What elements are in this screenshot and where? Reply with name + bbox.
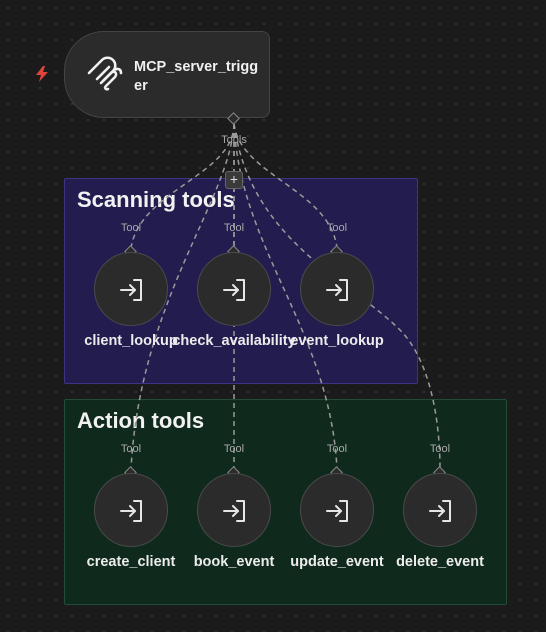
tool-port-label: Tool: [120, 222, 142, 234]
add-tool-button[interactable]: +: [225, 171, 243, 189]
tool-name: delete_event: [396, 554, 484, 570]
tool-node-event-lookup[interactable]: [300, 252, 374, 326]
output-port-label: Tools: [221, 134, 247, 146]
tool-node-book-event[interactable]: [197, 473, 271, 547]
enter-arrow-icon: [326, 500, 348, 522]
tool-port-label: Tool: [223, 443, 245, 455]
enter-arrow-icon: [223, 500, 245, 522]
tool-name: check_availability: [172, 333, 296, 349]
tool-port-label: Tool: [326, 222, 348, 234]
tool-name: create_client: [86, 554, 176, 570]
tool-name: event_lookup: [290, 333, 384, 349]
mcp-server-trigger-node[interactable]: MCP_server_trigger: [64, 31, 270, 118]
tool-node-update-event[interactable]: [300, 473, 374, 547]
enter-arrow-icon: [326, 279, 348, 301]
group-title: Scanning tools: [77, 187, 235, 212]
tool-name: client_lookup: [84, 333, 178, 349]
group-title: Action tools: [77, 408, 205, 433]
tool-name: update_event: [290, 554, 384, 570]
edge-event-lookup: [233, 123, 338, 249]
edge-create-client: [130, 123, 235, 470]
enter-arrow-icon: [120, 500, 142, 522]
tool-port-label: Tool: [223, 222, 245, 234]
edge-delete-event: [233, 123, 441, 470]
lightning-bolt-icon: [36, 66, 48, 82]
enter-arrow-icon: [223, 279, 245, 301]
tool-port-label: Tool: [120, 443, 142, 455]
edge-client-lookup: [130, 123, 235, 249]
tool-name: book_event: [193, 554, 275, 570]
tool-node-client-lookup[interactable]: [94, 252, 168, 326]
tool-node-check-availability[interactable]: [197, 252, 271, 326]
tool-port-label: Tool: [429, 443, 451, 455]
tool-port-label: Tool: [326, 443, 348, 455]
enter-arrow-icon: [120, 279, 142, 301]
enter-arrow-icon: [429, 500, 451, 522]
tool-node-create-client[interactable]: [94, 473, 168, 547]
mcp-logo-icon: [87, 56, 123, 91]
tool-node-delete-event[interactable]: [403, 473, 477, 547]
node-title: MCP_server_trigger: [134, 59, 259, 94]
